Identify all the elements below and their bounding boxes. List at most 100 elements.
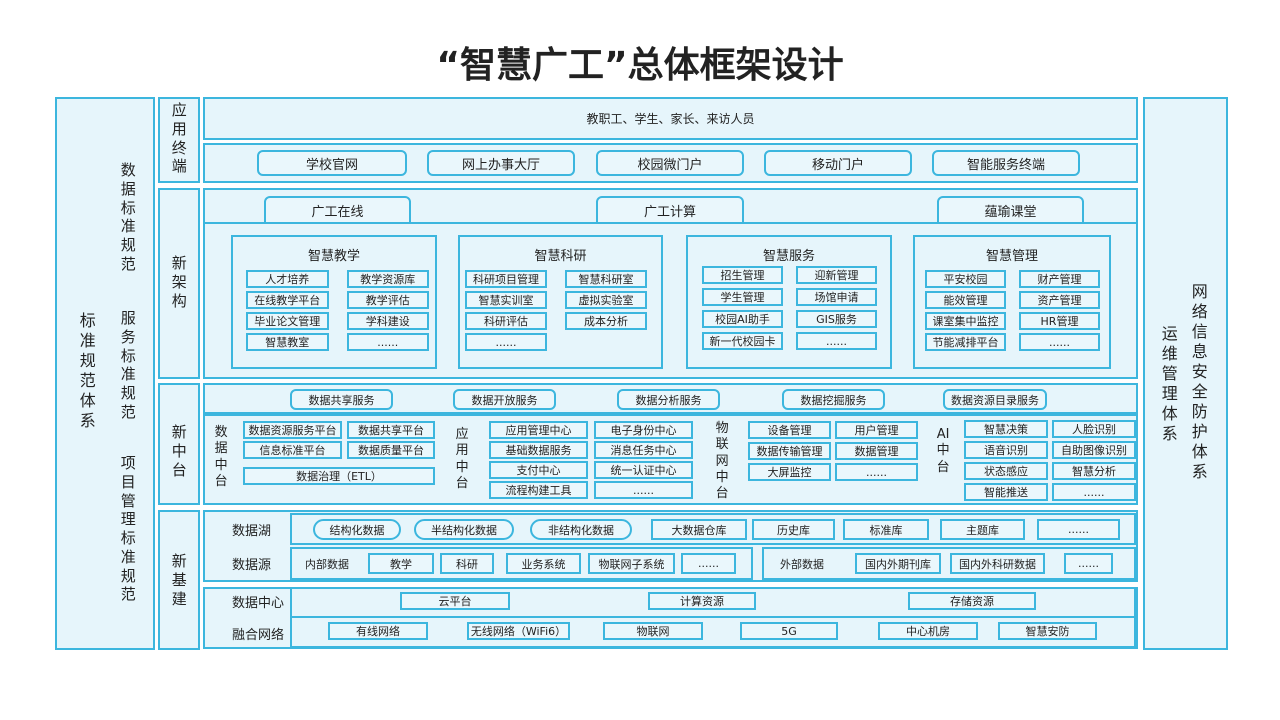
platform-item[interactable]: ......	[835, 463, 918, 481]
module-item[interactable]: 迎新管理	[796, 266, 877, 284]
platform-item[interactable]: 人脸识别	[1052, 420, 1136, 438]
lake-item[interactable]: 主题库	[940, 519, 1025, 540]
platform-item[interactable]: 语音识别	[964, 441, 1048, 459]
group-title: 智慧服务	[762, 249, 815, 264]
dc-item[interactable]: 存储资源	[908, 592, 1036, 610]
platform-item[interactable]: 电子身份中心	[594, 421, 693, 439]
platform-item[interactable]: ......	[1052, 483, 1136, 501]
network-item[interactable]: 有线网络	[328, 622, 428, 640]
source-item[interactable]: 业务系统	[506, 553, 581, 574]
network-item[interactable]: 5G	[740, 622, 838, 640]
module-item[interactable]: 学科建设	[346, 312, 429, 330]
source-item[interactable]: 国内外科研数据	[950, 553, 1045, 574]
module-item[interactable]: HR管理	[1019, 312, 1100, 330]
platform-item[interactable]: 基础数据服务	[489, 441, 588, 459]
lake-item[interactable]: 结构化数据	[313, 519, 401, 540]
platform-item[interactable]: 智慧决策	[964, 420, 1048, 438]
platform-item[interactable]: 智慧分析	[1052, 462, 1136, 480]
service-button[interactable]: 数据分析服务	[617, 389, 720, 410]
module-item[interactable]: ......	[346, 333, 429, 351]
platform-item[interactable]: 消息任务中心	[594, 441, 693, 459]
platform-item[interactable]: 自助图像识别	[1052, 441, 1136, 459]
module-item[interactable]: 教学评估	[346, 291, 429, 309]
etl-item[interactable]: 数据治理（ETL）	[243, 467, 435, 485]
network-item[interactable]: 中心机房	[878, 622, 978, 640]
module-item[interactable]: 科研评估	[465, 312, 547, 330]
module-item[interactable]: 智慧实训室	[465, 291, 547, 309]
module-item[interactable]: GIS服务	[796, 310, 877, 328]
platform-item[interactable]: 数据资源服务平台	[243, 421, 342, 439]
platform-item[interactable]: 数据传输管理	[748, 442, 831, 460]
module-item[interactable]: 节能减排平台	[925, 333, 1006, 351]
source-item[interactable]: 教学	[368, 553, 434, 574]
network-item[interactable]: 物联网	[603, 622, 703, 640]
users-row: 教职工、学生、家长、来访人员	[203, 97, 1138, 140]
service-button[interactable]: 数据挖掘服务	[782, 389, 885, 410]
page-title: “智慧广工”总体框架设计	[436, 45, 844, 86]
portal-button[interactable]: 学校官网	[257, 150, 407, 176]
network-row	[290, 616, 1136, 648]
module-item[interactable]: 校园AI助手	[702, 310, 783, 328]
module-item[interactable]: 财产管理	[1019, 270, 1100, 288]
module-item[interactable]: ......	[1019, 333, 1100, 351]
dc-item[interactable]: 云平台	[400, 592, 510, 610]
network-item[interactable]: 无线网络（WiFi6）	[467, 622, 570, 640]
module-item[interactable]: 新一代校园卡	[702, 332, 783, 350]
module-item[interactable]: 学生管理	[702, 288, 783, 306]
service-button[interactable]: 数据开放服务	[453, 389, 556, 410]
tab-classroom[interactable]: 蕴瑜课堂	[937, 196, 1084, 224]
module-item[interactable]: 场馆申请	[796, 288, 877, 306]
module-item[interactable]: ......	[796, 332, 877, 350]
module-item[interactable]: 在线教学平台	[246, 291, 329, 309]
portal-button[interactable]: 网上办事大厅	[427, 150, 575, 176]
platform-item[interactable]: 数据质量平台	[347, 441, 435, 459]
module-item[interactable]: 智慧科研室	[565, 270, 647, 288]
lake-item[interactable]: ......	[1037, 519, 1120, 540]
platform-item[interactable]: 大屏监控	[748, 463, 831, 481]
platform-item[interactable]: 用户管理	[835, 421, 918, 439]
platform-item[interactable]: ......	[594, 481, 693, 499]
lake-item[interactable]: 大数据仓库	[651, 519, 747, 540]
module-item[interactable]: 科研项目管理	[465, 270, 547, 288]
module-item[interactable]: 教学资源库	[346, 270, 429, 288]
platform-item[interactable]: 支付中心	[489, 461, 588, 479]
platform-item[interactable]: 数据管理	[835, 442, 918, 460]
module-item[interactable]: 毕业论文管理	[246, 312, 329, 330]
module-item[interactable]: 招生管理	[702, 266, 783, 284]
network-item[interactable]: 智慧安防	[998, 622, 1097, 640]
lake-item[interactable]: 半结构化数据	[414, 519, 514, 540]
service-button[interactable]: 数据共享服务	[290, 389, 393, 410]
platform-item[interactable]: 智能推送	[964, 483, 1048, 501]
source-item[interactable]: 物联网子系统	[588, 553, 675, 574]
service-button[interactable]: 数据资源目录服务	[943, 389, 1047, 410]
portal-button[interactable]: 移动门户	[764, 150, 912, 176]
source-item[interactable]: 科研	[440, 553, 494, 574]
module-item[interactable]: 课室集中监控	[925, 312, 1006, 330]
module-item[interactable]: ......	[465, 333, 547, 351]
module-item[interactable]: 智慧教室	[246, 333, 329, 351]
platform-item[interactable]: 流程构建工具	[489, 481, 588, 499]
module-item[interactable]: 人才培养	[246, 270, 329, 288]
module-item[interactable]: 虚拟实验室	[565, 291, 647, 309]
lake-item[interactable]: 历史库	[752, 519, 835, 540]
portal-button[interactable]: 校园微门户	[596, 150, 744, 176]
platform-item[interactable]: 设备管理	[748, 421, 831, 439]
platform-item[interactable]: 状态感应	[964, 462, 1048, 480]
dc-item[interactable]: 计算资源	[648, 592, 756, 610]
platform-item[interactable]: 统一认证中心	[594, 461, 693, 479]
tab-online[interactable]: 广工在线	[264, 196, 411, 224]
lake-item[interactable]: 标准库	[843, 519, 929, 540]
module-item[interactable]: 能效管理	[925, 291, 1006, 309]
lake-item[interactable]: 非结构化数据	[530, 519, 632, 540]
source-item[interactable]: 国内外期刊库	[855, 553, 941, 574]
source-item[interactable]: ......	[681, 553, 736, 574]
source-item[interactable]: ......	[1064, 553, 1113, 574]
module-item[interactable]: 资产管理	[1019, 291, 1100, 309]
portal-button[interactable]: 智能服务终端	[932, 150, 1080, 176]
platform-item[interactable]: 信息标准平台	[243, 441, 342, 459]
module-item[interactable]: 平安校园	[925, 270, 1006, 288]
tab-computing[interactable]: 广工计算	[596, 196, 744, 224]
module-item[interactable]: 成本分析	[565, 312, 647, 330]
platform-item[interactable]: 数据共享平台	[347, 421, 435, 439]
platform-item[interactable]: 应用管理中心	[489, 421, 588, 439]
